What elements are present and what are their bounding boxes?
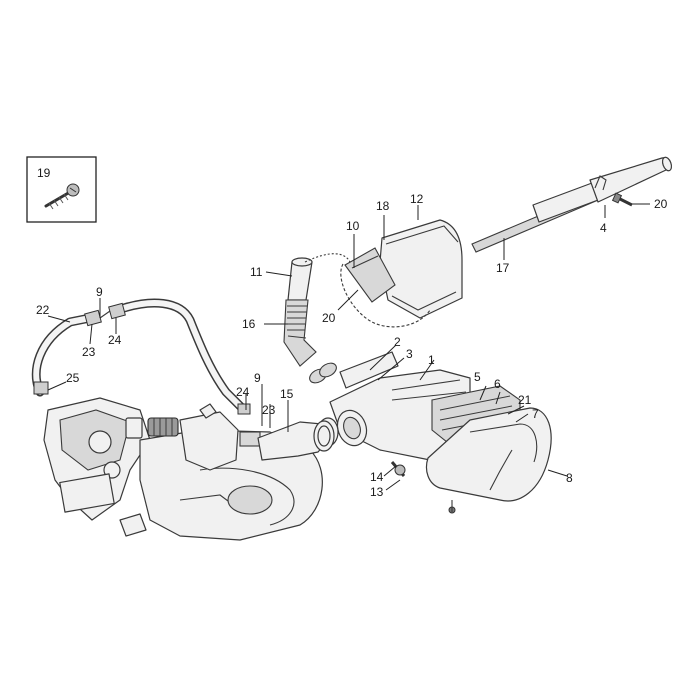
callout-21: 21 bbox=[518, 393, 532, 407]
callout-17: 17 bbox=[496, 261, 510, 275]
air-box-upper bbox=[340, 219, 463, 328]
callout-3: 3 bbox=[406, 347, 413, 361]
leader-lines bbox=[47, 203, 650, 491]
callout-8: 8 bbox=[566, 471, 573, 485]
callout-9-mid: 9 bbox=[254, 371, 261, 385]
callout-24-left: 24 bbox=[108, 333, 122, 347]
carburetor bbox=[125, 403, 261, 471]
clamps-2-3 bbox=[309, 351, 399, 389]
callout-11: 11 bbox=[250, 265, 263, 279]
callout-6: 6 bbox=[494, 377, 501, 391]
callout-9-top: 9 bbox=[96, 285, 103, 299]
callout-16: 16 bbox=[242, 317, 256, 331]
intake-hose-15 bbox=[257, 420, 335, 461]
inset-box-19: 19 bbox=[26, 156, 97, 223]
callout-22: 22 bbox=[36, 303, 50, 317]
callout-4: 4 bbox=[600, 221, 607, 235]
inset-label-19: 19 bbox=[37, 166, 51, 180]
intake-pipe bbox=[471, 156, 673, 253]
callout-10: 10 bbox=[346, 219, 360, 233]
callout-14: 14 bbox=[370, 470, 384, 484]
callout-5: 5 bbox=[474, 370, 481, 384]
hose-11-16 bbox=[283, 253, 351, 367]
bolt-20-top bbox=[611, 192, 633, 207]
breather-hose-22 bbox=[31, 298, 251, 415]
callout-25: 25 bbox=[66, 371, 80, 385]
callout-1: 1 bbox=[428, 353, 435, 367]
callout-23-mid: 23 bbox=[262, 403, 276, 417]
callout-20-top: 20 bbox=[654, 197, 668, 211]
callout-13: 13 bbox=[370, 485, 384, 499]
callout-2: 2 bbox=[394, 335, 401, 349]
screw-icon bbox=[44, 183, 80, 210]
air-filter-housing bbox=[317, 369, 552, 514]
callout-23-left: 23 bbox=[82, 345, 96, 359]
callout-7: 7 bbox=[532, 407, 539, 421]
callout-12: 12 bbox=[410, 192, 424, 206]
callout-24-mid: 24 bbox=[236, 385, 250, 399]
callout-18: 18 bbox=[376, 199, 390, 213]
callout-20-mid: 20 bbox=[322, 311, 336, 325]
callout-labels: 1 2 3 4 5 6 7 8 9 9 10 11 12 13 14 15 16… bbox=[36, 192, 668, 499]
callout-15: 15 bbox=[280, 387, 294, 401]
bolt-13-14 bbox=[390, 461, 406, 477]
